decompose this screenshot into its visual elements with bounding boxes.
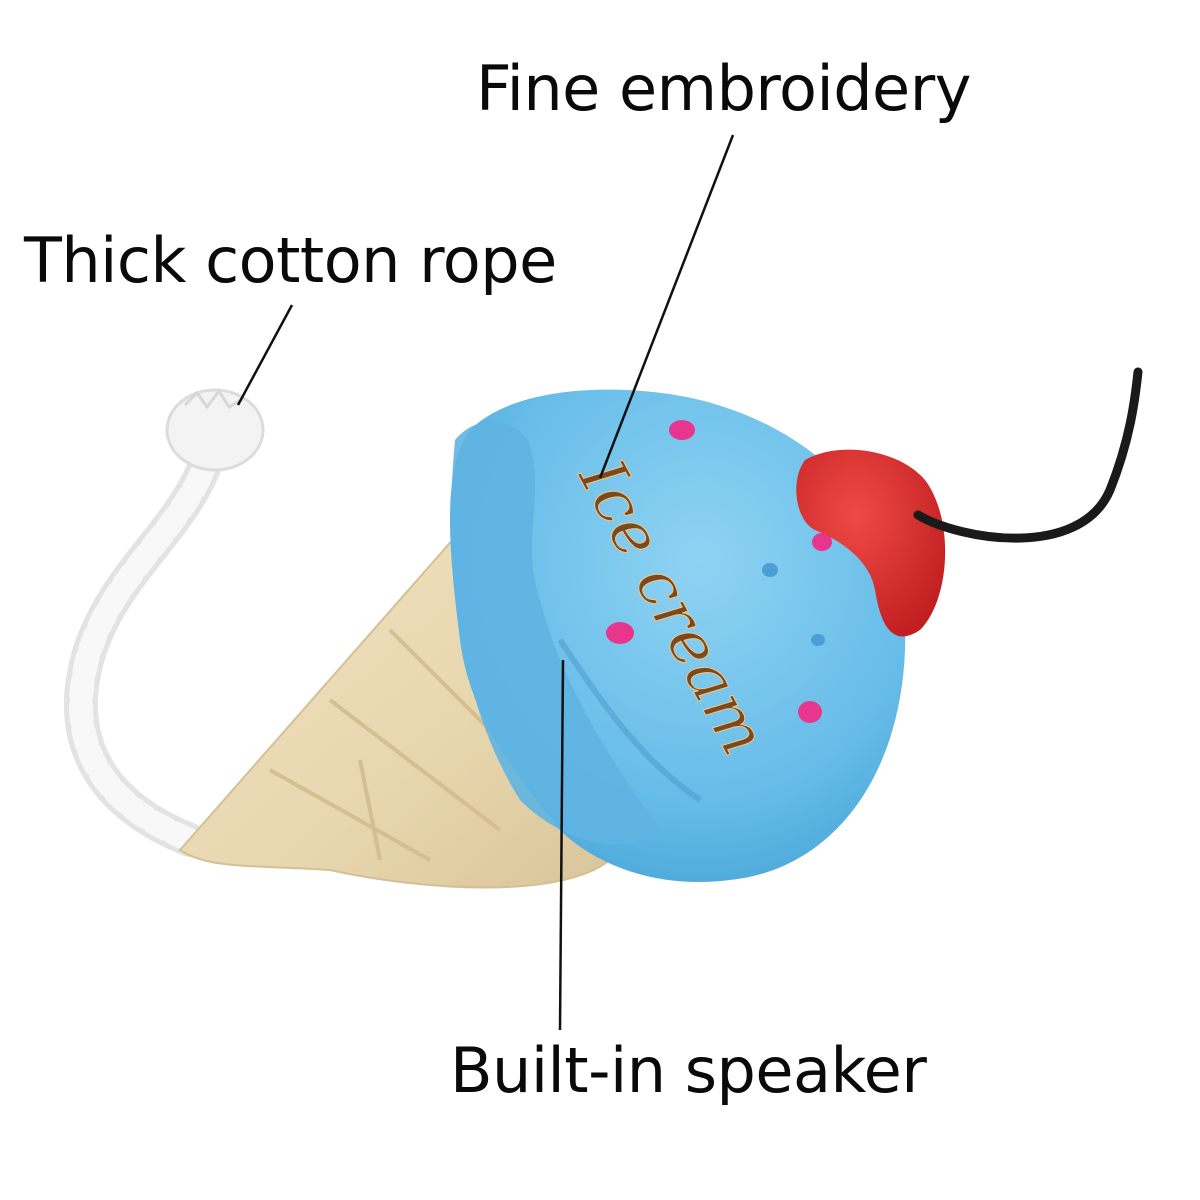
pink-dot: [606, 622, 634, 644]
leader-line-embroidery: [598, 134, 735, 479]
pink-dot: [798, 701, 822, 723]
blue-dot: [762, 563, 778, 577]
scoop: [450, 389, 906, 882]
pink-dot: [812, 533, 832, 551]
leader-line-rope: [236, 304, 294, 406]
cotton-rope: [63, 388, 265, 857]
cherry: [796, 449, 946, 637]
callout-built-in-speaker: Built-in speaker: [450, 1034, 927, 1107]
callout-thick-cotton-rope: Thick cotton rope: [24, 224, 557, 297]
callout-fine-embroidery: Fine embroidery: [476, 52, 971, 125]
leader-line-speaker: [558, 659, 565, 1031]
blue-dot: [811, 634, 825, 646]
pink-dot: [669, 420, 695, 440]
black-string: [913, 367, 1143, 543]
